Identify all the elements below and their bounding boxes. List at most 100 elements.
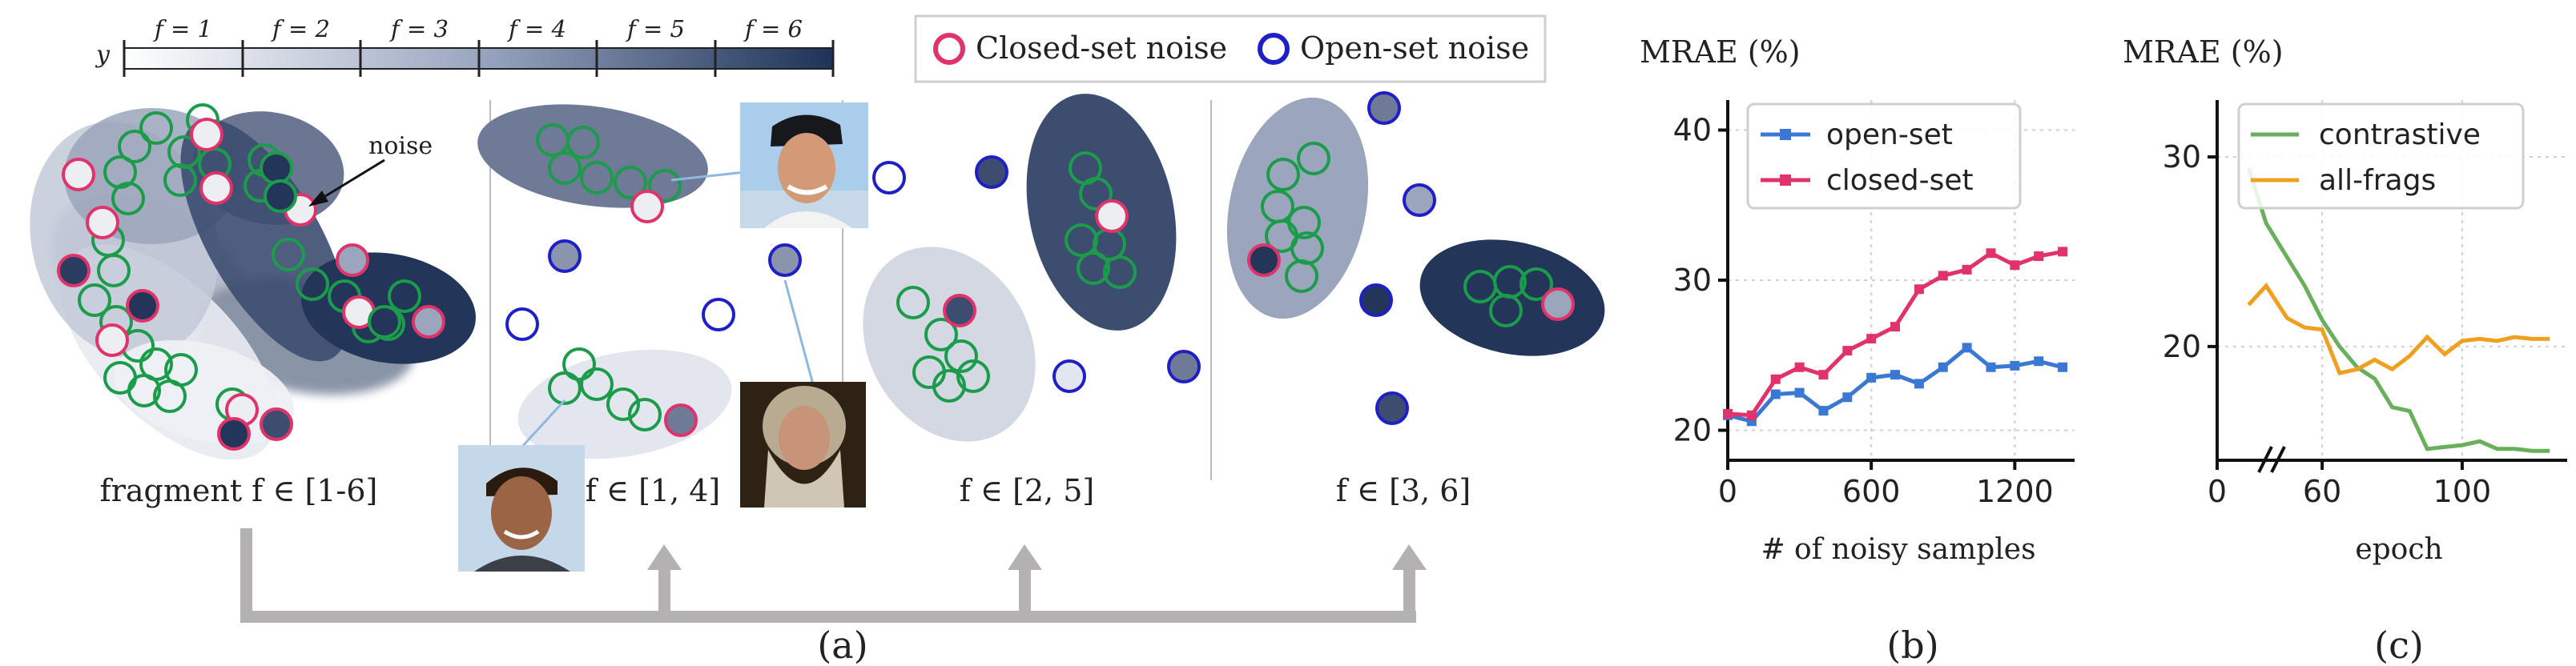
panel-b-point-open-set bbox=[1770, 389, 1781, 399]
panel-b-point-closed-set bbox=[1723, 408, 1733, 419]
panel-c-series bbox=[2246, 167, 2550, 453]
panel-b-caption: (b) bbox=[1886, 624, 1938, 666]
panel-b-series-line-open-set bbox=[1727, 345, 2063, 424]
fragment-colorbar: y f = 1 f = 2 f = 3 f = 4 f = 5 f = 6 bbox=[95, 15, 835, 77]
legend-label-open-set: open-set bbox=[1826, 118, 1953, 151]
subplot-f-2-5 bbox=[863, 94, 1201, 442]
closed-set-noise-swatch bbox=[933, 33, 965, 65]
noisy-samples bbox=[872, 155, 1201, 393]
panel-b-x-tick-label: 0 bbox=[1718, 474, 1737, 509]
face-photo-boy bbox=[458, 445, 585, 572]
subplot-f-1-4 bbox=[477, 104, 815, 459]
panel-c-xlabel: epoch bbox=[2355, 533, 2442, 566]
panel-b-point-open-set bbox=[1842, 392, 1853, 403]
noise-arrow-head bbox=[308, 191, 328, 207]
panel-b-x-tick-label: 1200 bbox=[1976, 474, 2054, 509]
closed-set-noise-label: Closed-set noise bbox=[976, 30, 1227, 66]
panel-b-ticks: 20 30 40 0 600 1200 bbox=[1673, 113, 2054, 510]
panel-b-point-open-set bbox=[2010, 360, 2020, 371]
cluster-f2 bbox=[863, 247, 1036, 442]
photo-link bbox=[670, 171, 746, 182]
panel-b-series bbox=[1723, 247, 2068, 427]
panel-a: y f = 1 f = 2 f = 3 f = 4 f = 5 f = 6 Cl… bbox=[30, 14, 1605, 666]
panel-c-series-line-all-frags bbox=[2247, 283, 2550, 375]
subplot-label-1-4: f ∈ [1, 4] bbox=[586, 473, 721, 508]
panel-b-y-tick-label: 20 bbox=[1673, 413, 1712, 448]
fragment-label-5: f = 5 bbox=[626, 15, 685, 42]
open-set-noise-label: Open-set noise bbox=[1300, 30, 1529, 66]
panel-c-y-tick-label: 30 bbox=[2163, 139, 2201, 175]
panel-b-legend-marker-closed-set bbox=[1780, 175, 1791, 186]
panel-b-point-closed-set bbox=[1914, 284, 1924, 295]
subplot-label-2-5: f ∈ [2, 5] bbox=[960, 473, 1095, 508]
panel-b-point-closed-set bbox=[1938, 271, 1948, 281]
panel-c-x-tick-label: 0 bbox=[2208, 474, 2227, 509]
panel-b-point-closed-set bbox=[1770, 374, 1781, 384]
panel-c-x-tick-label: 60 bbox=[2303, 474, 2341, 509]
panel-c-legend-box bbox=[2237, 102, 2525, 210]
panel-b-legend-box bbox=[1746, 102, 2022, 210]
panel-b-point-open-set bbox=[1986, 362, 1996, 372]
panel-b-point-open-set bbox=[1866, 372, 1877, 383]
panel-a-caption: (a) bbox=[817, 624, 867, 666]
subplot-all-fragments: noise bbox=[30, 103, 476, 460]
fragment-label-2: f = 2 bbox=[271, 15, 330, 42]
panel-b-point-open-set bbox=[2034, 356, 2044, 367]
panel-b-y-tick-label: 40 bbox=[1673, 113, 1712, 148]
noise-annotation: noise bbox=[368, 132, 433, 160]
panel-b-legend-marker-open-set bbox=[1780, 129, 1791, 140]
panel-b-x-tick-label: 600 bbox=[1842, 474, 1901, 509]
fragment-label-6: f = 6 bbox=[743, 15, 803, 42]
noisy-samples bbox=[57, 118, 445, 451]
subplot-f-3-6 bbox=[1226, 91, 1605, 425]
fragment-label-4: f = 4 bbox=[507, 15, 566, 42]
panel-b-y-tick-label: 30 bbox=[1673, 263, 1712, 298]
face-photo-wizard bbox=[740, 382, 866, 508]
open-set-noise-swatch bbox=[1258, 33, 1290, 65]
panel-b-point-closed-set bbox=[1818, 370, 1829, 380]
colorbar-y-label: y bbox=[95, 41, 111, 69]
noise-legend-box bbox=[914, 14, 1547, 83]
panel-b-point-open-set bbox=[1938, 362, 1948, 372]
panel-c-x-tick-label: 100 bbox=[2433, 474, 2492, 509]
photo-link bbox=[783, 279, 815, 385]
panel-b-point-closed-set bbox=[1746, 410, 1757, 420]
panel-b-point-closed-set bbox=[1962, 264, 1972, 275]
panel-b-point-open-set bbox=[1890, 370, 1901, 380]
axis-break-marker bbox=[2257, 446, 2286, 473]
legend-label-closed-set: closed-set bbox=[1826, 164, 1974, 197]
panel-b-xlabel: # of noisy samples bbox=[1761, 533, 2035, 566]
subplot-label-all: fragment f ∈ [1-6] bbox=[100, 473, 378, 508]
panel-b-point-open-set bbox=[1794, 387, 1805, 398]
panel-c-series-line-contrastive bbox=[2246, 167, 2550, 453]
photo-link bbox=[519, 399, 566, 450]
bottom-arrows bbox=[240, 528, 1427, 623]
noisy-samples bbox=[505, 190, 802, 437]
legend-label-contrastive: contrastive bbox=[2319, 118, 2481, 151]
panel-b-point-open-set bbox=[2058, 362, 2068, 372]
panel-c-caption: (c) bbox=[2374, 624, 2424, 666]
face-photo-man-image bbox=[740, 102, 868, 228]
panel-b-point-closed-set bbox=[2058, 247, 2068, 257]
face-photo-wizard-image bbox=[740, 382, 866, 508]
panel-b-point-open-set bbox=[1818, 406, 1829, 416]
panel-b-point-closed-set bbox=[1794, 362, 1805, 372]
noise-arrow bbox=[318, 158, 385, 202]
panel-b-point-closed-set bbox=[2034, 251, 2044, 261]
clean-samples bbox=[536, 123, 682, 431]
clean-samples bbox=[1261, 142, 1553, 327]
panel-c-ylabel: MRAE (%) bbox=[2123, 34, 2284, 70]
subplot-label-3-6: f ∈ [3, 6] bbox=[1336, 473, 1471, 508]
panel-b-point-closed-set bbox=[2010, 260, 2020, 271]
face-photo-man bbox=[740, 102, 868, 228]
panel-b-legend: open-set closed-set bbox=[1746, 102, 2022, 210]
fragment-label-1: f = 1 bbox=[153, 15, 212, 42]
panel-b-point-closed-set bbox=[1842, 346, 1853, 356]
face-photo-boy-image bbox=[458, 445, 585, 572]
panel-b-point-open-set bbox=[1962, 343, 1972, 353]
legend-label-all-frags: all-frags bbox=[2319, 164, 2436, 197]
panel-b-point-closed-set bbox=[1890, 322, 1901, 332]
